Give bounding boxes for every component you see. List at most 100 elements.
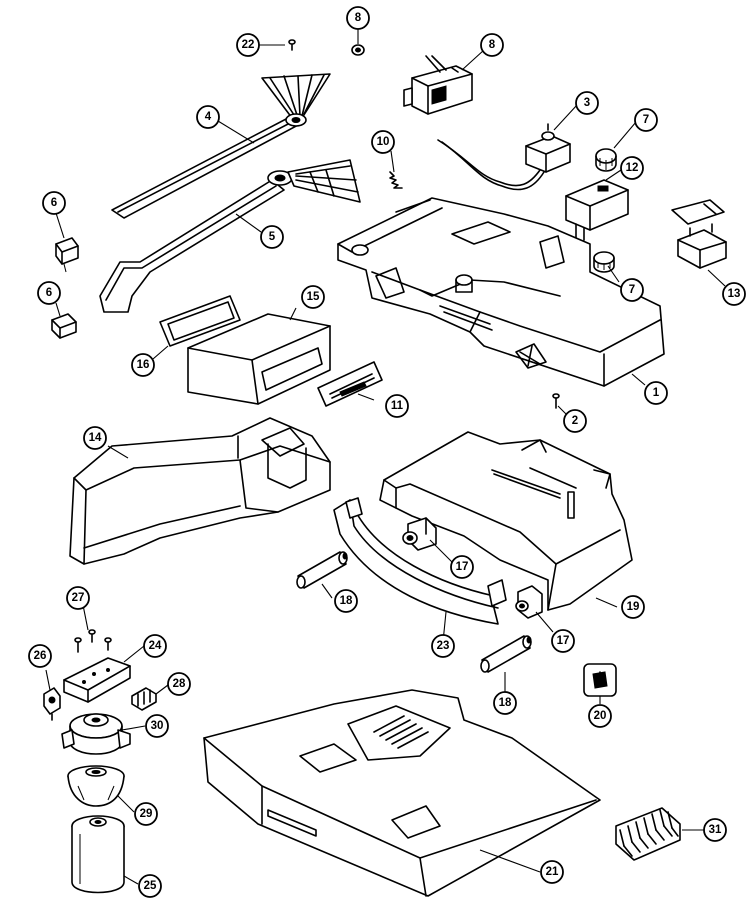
svg-text:7: 7	[629, 284, 635, 296]
callout-7a: 7	[634, 108, 658, 132]
callout-25: 25	[138, 874, 162, 898]
svg-text:24: 24	[149, 640, 162, 652]
part-31-heater-coil	[615, 807, 681, 861]
part-10-spring	[389, 171, 403, 189]
part-28-fitting	[131, 687, 157, 711]
svg-text:11: 11	[391, 400, 404, 412]
callout-4: 4	[196, 105, 220, 129]
callout-21: 21	[540, 860, 564, 884]
callout-27: 27	[66, 586, 90, 610]
svg-text:1: 1	[653, 387, 660, 399]
callout-16: 16	[131, 353, 155, 377]
svg-text:28: 28	[173, 678, 186, 690]
part-20-switch	[583, 663, 617, 697]
part-1-control-housing	[337, 197, 665, 387]
callout-15: 15	[301, 285, 325, 309]
svg-text:5: 5	[269, 231, 276, 243]
part-27-screws	[74, 629, 112, 653]
part-30-filter-head	[61, 713, 131, 755]
callout-bubbles: 22 8 8 3 7 12 10 4 5 6 6 13 7 1 2 15 16 …	[28, 6, 746, 898]
svg-text:20: 20	[594, 710, 607, 722]
part-21-base-pan	[203, 689, 601, 897]
svg-text:15: 15	[307, 291, 320, 303]
callout-11: 11	[385, 394, 409, 418]
callout-26: 26	[28, 644, 52, 668]
part-18-cylinder-lower	[480, 635, 532, 673]
callout-5: 5	[260, 225, 284, 249]
callout-12: 12	[620, 156, 644, 180]
part-7-knob-upper	[595, 148, 617, 172]
svg-text:4: 4	[205, 111, 212, 123]
part-24-bracket	[63, 657, 131, 703]
svg-text:2: 2	[572, 415, 578, 427]
svg-text:18: 18	[499, 697, 512, 709]
part-17-solenoid-upper	[402, 517, 437, 551]
part-18-cylinder-upper	[296, 551, 348, 589]
callout-6a: 6	[42, 191, 66, 215]
svg-text:16: 16	[137, 359, 150, 371]
svg-text:8: 8	[489, 39, 496, 51]
callout-29: 29	[134, 802, 158, 826]
svg-text:21: 21	[546, 866, 559, 878]
svg-text:17: 17	[557, 635, 570, 647]
svg-text:31: 31	[709, 824, 722, 836]
part-9-nut	[351, 44, 365, 56]
callout-30: 30	[145, 714, 169, 738]
svg-text:17: 17	[456, 561, 469, 573]
callout-2: 2	[563, 409, 587, 433]
part-26-fitting	[43, 687, 61, 721]
svg-text:23: 23	[437, 640, 450, 652]
callout-6b: 6	[37, 281, 61, 305]
part-17-solenoid-lower	[515, 585, 543, 619]
callout-13: 13	[722, 282, 746, 306]
callout-7b: 7	[620, 278, 644, 302]
svg-text:26: 26	[34, 650, 47, 662]
svg-text:30: 30	[151, 720, 164, 732]
callout-19: 19	[621, 595, 645, 619]
svg-text:3: 3	[584, 97, 590, 109]
svg-text:10: 10	[377, 136, 390, 148]
callout-14: 14	[83, 426, 107, 450]
part-15-duct	[187, 313, 331, 405]
part-23-curved-panel	[333, 497, 507, 625]
part-5-damper-arm	[99, 159, 361, 313]
callout-3: 3	[575, 91, 599, 115]
svg-text:7: 7	[643, 114, 649, 126]
part-6-clip-upper	[55, 237, 79, 273]
svg-text:22: 22	[242, 39, 255, 51]
callout-9: 8	[346, 6, 370, 30]
part-13-bracket	[671, 199, 727, 269]
part-19-dispenser-housing	[379, 431, 633, 611]
callout-17b: 17	[551, 629, 575, 653]
callout-22: 22	[236, 33, 260, 57]
part-8-control-block	[403, 55, 473, 115]
part-29-filter-cap	[67, 765, 125, 807]
svg-text:25: 25	[144, 880, 157, 892]
svg-text:27: 27	[72, 592, 85, 604]
svg-text:6: 6	[46, 287, 52, 299]
part-14-chute-housing	[69, 417, 331, 565]
callout-18a: 18	[334, 589, 358, 613]
part-6-clip-lower	[51, 313, 77, 339]
part-12-control-housing	[565, 179, 629, 241]
svg-text:6: 6	[51, 197, 57, 209]
part-4-damper-arm	[111, 73, 331, 219]
callout-8: 8	[480, 33, 504, 57]
callout-18b: 18	[493, 691, 517, 715]
callout-17a: 17	[450, 555, 474, 579]
svg-text:8: 8	[355, 12, 362, 24]
part-7-knob-lower	[593, 251, 615, 273]
callout-31: 31	[703, 818, 727, 842]
callout-23: 23	[431, 634, 455, 658]
svg-text:29: 29	[140, 808, 153, 820]
part-22-screw	[288, 39, 296, 51]
svg-text:12: 12	[626, 162, 639, 174]
callout-24: 24	[143, 634, 167, 658]
svg-text:14: 14	[89, 432, 102, 444]
part-11-grille	[317, 361, 383, 407]
svg-text:19: 19	[627, 601, 640, 613]
part-16-gasket	[159, 295, 241, 347]
callout-28: 28	[167, 672, 191, 696]
svg-text:18: 18	[340, 595, 353, 607]
